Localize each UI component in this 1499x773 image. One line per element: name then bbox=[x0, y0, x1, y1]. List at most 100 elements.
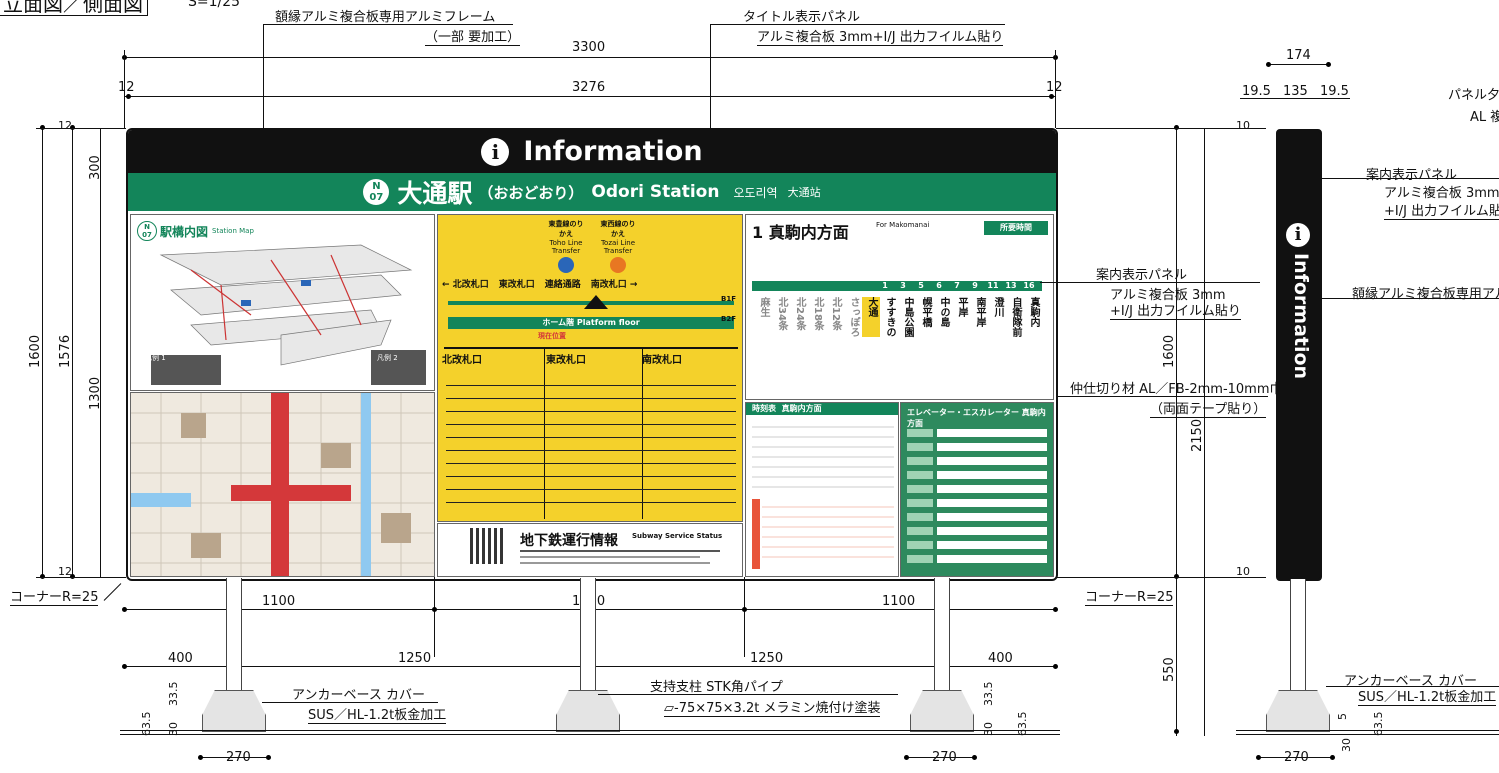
street-map-panel bbox=[130, 392, 435, 577]
b2f-label: B2F bbox=[721, 315, 736, 323]
route-stop: 幌平橋 bbox=[920, 297, 931, 327]
label-side-panel: パネル夕 bbox=[1448, 88, 1499, 103]
up-arrow-icon bbox=[584, 295, 608, 309]
route-stop: 北34条 bbox=[776, 297, 787, 331]
dim-135: 135 bbox=[1283, 84, 1308, 99]
station-name: 大通駅 bbox=[397, 179, 473, 208]
label-guide-panel-sub2: +I/J 出力フイルム貼り bbox=[1110, 300, 1241, 320]
route-stop: 中の島 bbox=[938, 297, 949, 327]
side-support-post bbox=[1290, 579, 1306, 690]
side-information-panel: i Information bbox=[1276, 129, 1322, 581]
elevator-guide-panel: エレベーター・エスカレーター 真駒内方面 bbox=[900, 402, 1054, 577]
dim-10-bottom: 10 bbox=[1236, 565, 1250, 578]
label-side-guide-sub2: +I/J 出力フイルム貼 bbox=[1384, 200, 1499, 220]
route-stop: 麻生 bbox=[758, 297, 769, 317]
route-stop: 澄川 bbox=[992, 297, 1003, 317]
support-post-center bbox=[580, 578, 596, 690]
dim-270-side: 270 bbox=[1284, 750, 1309, 765]
station-english: Odori Station bbox=[591, 182, 720, 202]
dim-12-bottom: 12 bbox=[58, 565, 72, 578]
col-north: 北改札口 bbox=[442, 355, 482, 366]
dim-30-left: 30 bbox=[167, 722, 180, 736]
dim-1600: 1600 bbox=[28, 334, 43, 368]
dim-5-side: 5 bbox=[1336, 713, 1349, 720]
dim-33-5-right: 33.5 bbox=[982, 681, 995, 707]
tozai-line-icon bbox=[610, 257, 626, 273]
information-title: Information bbox=[523, 136, 703, 167]
legend-1: 凡例 1 bbox=[145, 354, 166, 362]
dim-63-5-left: 63.5 bbox=[140, 711, 153, 737]
label-side-anchor: アンカーベース カバー bbox=[1344, 674, 1477, 689]
route-stop-minutes: 16 bbox=[1023, 281, 1035, 290]
drawing-title-box: 立面図／側面図 bbox=[0, 0, 148, 16]
station-map-drawing bbox=[151, 244, 426, 385]
drawing-scale: S=1/25 bbox=[188, 0, 241, 10]
route-stop-minutes: 6 bbox=[936, 281, 942, 290]
dim-1250-a: 1250 bbox=[398, 651, 432, 666]
dim-10-top: 10 bbox=[1236, 119, 1250, 132]
col-east: 東改札口 bbox=[546, 355, 586, 366]
label-side-guide-sub1: アルミ複合板 3mm bbox=[1384, 186, 1499, 201]
col-south: 南改札口 bbox=[642, 355, 682, 366]
route-stop: 中島公園 bbox=[902, 297, 913, 337]
route-stop-minutes: 1 bbox=[882, 281, 888, 290]
dim-12-left: 12 bbox=[118, 80, 135, 95]
dim-174: 174 bbox=[1286, 48, 1311, 63]
dim-19-5-right: 19.5 bbox=[1320, 84, 1349, 99]
elevator-title: エレベーター・エスカレーター bbox=[907, 408, 1019, 417]
toho-line-icon bbox=[558, 257, 574, 273]
label-guide-panel: 案内表示パネル bbox=[1096, 268, 1188, 283]
anchor-base-center bbox=[556, 690, 620, 732]
route-stop: 平岸 bbox=[956, 297, 967, 317]
timetable-panel: 時刻表 真駒内方面 bbox=[745, 402, 899, 577]
anchor-base-right bbox=[910, 690, 974, 732]
dim-1100-c: 1100 bbox=[882, 594, 916, 609]
support-post-right bbox=[934, 578, 950, 690]
label-support-post: 支持支柱 STK角パイプ bbox=[650, 680, 783, 695]
route-stop: 北24条 bbox=[794, 297, 805, 331]
label-frame: 額縁アルミ複合板専用アルミフレーム bbox=[275, 10, 496, 25]
dim-33-5-left: 33.5 bbox=[167, 681, 180, 707]
anchor-base-left bbox=[202, 690, 266, 732]
transfer-guide-panel: 東豊線のりかえ Toho Line Transfer 東西線のりかえ Tozai… bbox=[437, 214, 743, 522]
platform-bar: ホーム階 Platform floor bbox=[448, 317, 734, 329]
route-stop: 北12条 bbox=[830, 297, 841, 331]
label-title-panel-sub: アルミ複合板 3mm+I/J 出力フイルム貼り bbox=[757, 26, 1004, 46]
label-frame-sub: （一部 要加工） bbox=[425, 26, 521, 46]
label-guide-panel-sub1: アルミ複合板 3mm bbox=[1110, 288, 1226, 303]
route-stop: 南平岸 bbox=[974, 297, 985, 327]
route-stop: 自衛隊前 bbox=[1010, 297, 1021, 337]
passage-label: 連絡通路 bbox=[544, 280, 581, 290]
dim-19-5-left: 19.5 bbox=[1242, 84, 1271, 99]
route-stop-minutes: 7 bbox=[954, 281, 960, 290]
station-kana: （おおどおり） bbox=[478, 183, 584, 202]
dim-63-5-right: 63.5 bbox=[1016, 711, 1029, 737]
required-time-box: 所要時間 bbox=[984, 221, 1048, 235]
route-stop-minutes: 3 bbox=[900, 281, 906, 290]
route-stop-minutes: 11 bbox=[987, 281, 999, 290]
b1f-label: B1F bbox=[721, 295, 736, 303]
station-korean: 오도리역 bbox=[733, 185, 778, 200]
dim-2150: 2150 bbox=[1190, 418, 1205, 452]
route-stop: 北18条 bbox=[812, 297, 823, 331]
info-icon: i bbox=[481, 137, 510, 166]
dim-3276: 3276 bbox=[572, 80, 606, 95]
station-map-title: 駅構内図 bbox=[160, 224, 209, 239]
gate-north-label: ← 北改札口 bbox=[442, 280, 489, 290]
route-stop-minutes bbox=[858, 281, 876, 291]
dim-550: 550 bbox=[1162, 657, 1177, 682]
route-stop: 大通 bbox=[862, 297, 880, 337]
label-support-post-sub: ▱-75×75×3.2t メラミン焼付け塗装 bbox=[664, 697, 881, 717]
label-title-panel: タイトル表示パネル bbox=[743, 10, 861, 25]
side-info-title: Information bbox=[1290, 253, 1312, 380]
dim-270-a: 270 bbox=[226, 750, 251, 765]
route-stop-minutes: 5 bbox=[918, 281, 924, 290]
label-corner-right: コーナーR=25 bbox=[1085, 586, 1174, 606]
dim-1576: 1576 bbox=[58, 334, 73, 368]
label-corner-left: コーナーR=25 bbox=[10, 586, 99, 606]
